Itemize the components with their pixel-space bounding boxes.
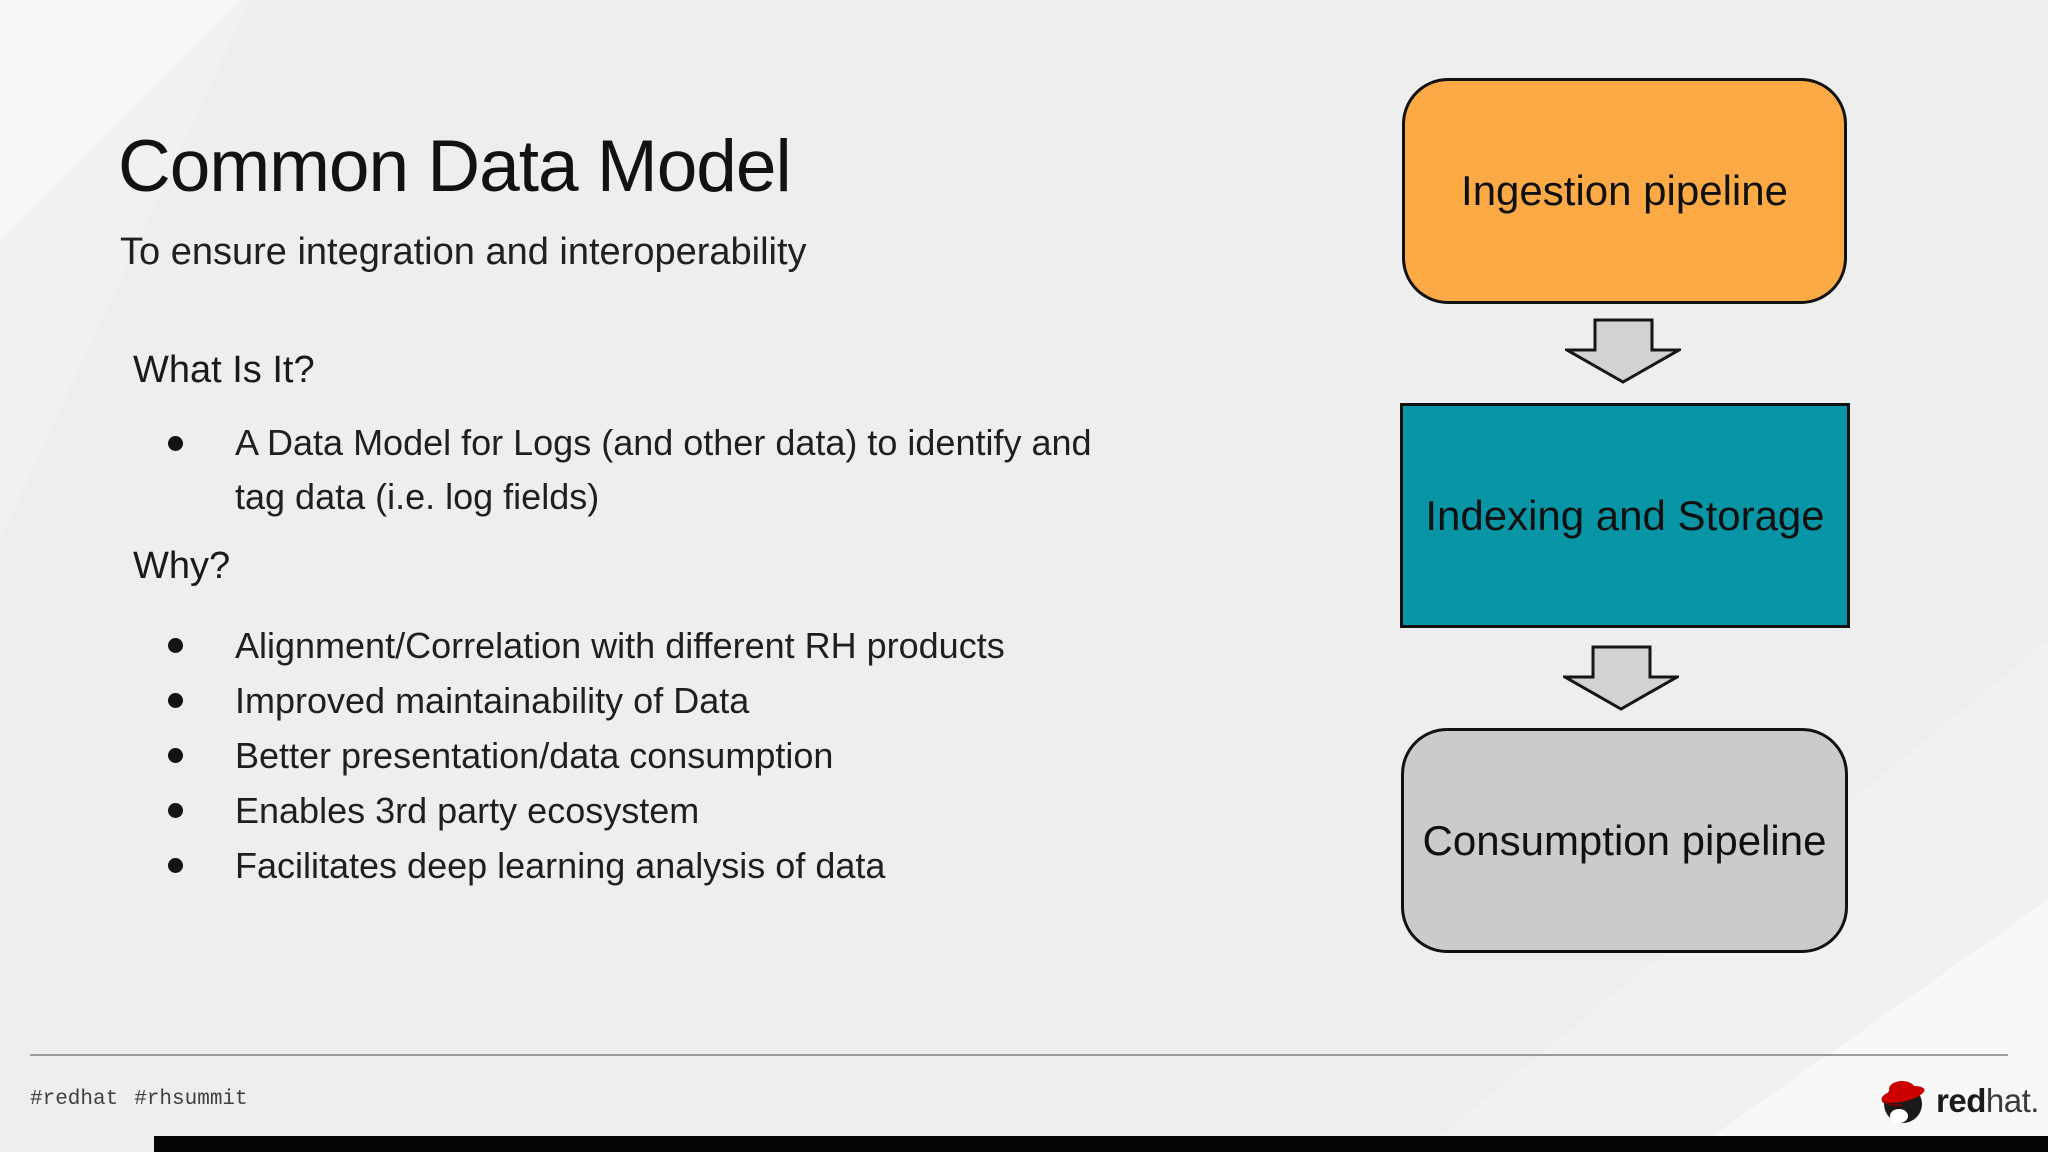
why-bullet-list: Alignment/Correlation with different RH … bbox=[168, 618, 1005, 893]
redhat-logo-text: redhat. bbox=[1936, 1082, 2039, 1120]
bullet-icon bbox=[168, 436, 183, 451]
bullet-text: A Data Model for Logs (and other data) t… bbox=[235, 422, 1092, 517]
bullet-text: Improved maintainability of Data bbox=[235, 680, 750, 721]
node-label: Indexing and Storage bbox=[1425, 491, 1825, 539]
list-item: A Data Model for Logs (and other data) t… bbox=[168, 416, 1135, 524]
footer-hashtags: #redhat #rhsummit bbox=[30, 1088, 248, 1111]
bullet-text: Alignment/Correlation with different RH … bbox=[235, 625, 1005, 666]
bullet-text: Enables 3rd party ecosystem bbox=[235, 790, 700, 831]
list-item: Improved maintainability of Data bbox=[168, 673, 1005, 728]
bullet-icon bbox=[168, 638, 183, 653]
slide-subtitle: To ensure integration and interoperabili… bbox=[120, 231, 807, 273]
node-label: Ingestion pipeline bbox=[1461, 167, 1788, 214]
logo-text-red: red bbox=[1936, 1082, 1986, 1119]
hashtag-rhsummit: #rhsummit bbox=[134, 1088, 248, 1111]
hashtag-redhat: #redhat bbox=[30, 1088, 119, 1111]
slide-title: Common Data Model bbox=[118, 126, 792, 207]
diagram-node-indexing: Indexing and Storage bbox=[1400, 403, 1850, 628]
bullet-icon bbox=[168, 748, 183, 763]
diagram-node-consumption: Consumption pipeline bbox=[1401, 728, 1848, 953]
what-bullet-list: A Data Model for Logs (and other data) t… bbox=[168, 416, 1135, 524]
bullet-icon bbox=[168, 693, 183, 708]
section-heading-why: Why? bbox=[133, 545, 231, 587]
bottom-black-bar bbox=[154, 1136, 2048, 1152]
section-heading-what: What Is It? bbox=[133, 349, 315, 391]
down-arrow-icon bbox=[1565, 318, 1681, 384]
bullet-icon bbox=[168, 803, 183, 818]
redhat-shadowman-icon bbox=[1881, 1081, 1925, 1123]
list-item: Facilitates deep learning analysis of da… bbox=[168, 838, 1005, 893]
footer-divider bbox=[30, 1054, 2008, 1056]
bullet-text: Better presentation/data consumption bbox=[235, 735, 834, 776]
list-item: Alignment/Correlation with different RH … bbox=[168, 618, 1005, 673]
list-item: Enables 3rd party ecosystem bbox=[168, 783, 1005, 838]
down-arrow-icon bbox=[1563, 645, 1679, 711]
redhat-logo: redhat. bbox=[1878, 1078, 2039, 1124]
logo-text-hat: hat. bbox=[1985, 1082, 2040, 1119]
list-item: Better presentation/data consumption bbox=[168, 728, 1005, 783]
bullet-text: Facilitates deep learning analysis of da… bbox=[235, 845, 886, 886]
node-label: Consumption pipeline bbox=[1422, 816, 1827, 864]
bullet-icon bbox=[168, 858, 183, 873]
diagram-node-ingestion: Ingestion pipeline bbox=[1402, 78, 1847, 304]
